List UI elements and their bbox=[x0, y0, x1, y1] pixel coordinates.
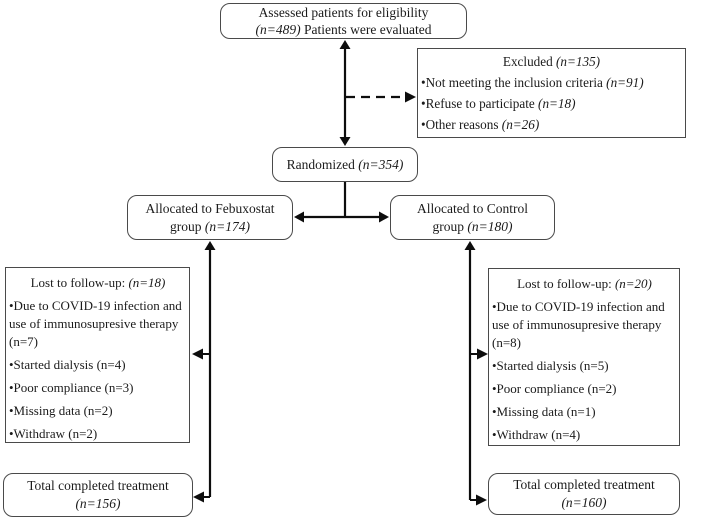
lost-right-bullet-2: •Started dialysis (n=5) bbox=[492, 357, 609, 373]
lost-left-bullet-3: •Poor compliance (n=3) bbox=[9, 379, 134, 395]
arrow-randomized-split bbox=[294, 182, 389, 223]
lost-left-bullet-5: •Withdraw (n=2) bbox=[9, 425, 98, 441]
arrow-to-lost-left bbox=[192, 348, 210, 360]
lost-left-bullet-1: •Due to COVID-19 infection and use of im… bbox=[9, 297, 182, 349]
excluded-bullet-2: •Refuse to participate (n=18) bbox=[421, 96, 576, 112]
randomized-label: Randomized (n=354) bbox=[286, 156, 404, 172]
total-completed-control-box: Total completed treatment (n=160) bbox=[488, 473, 680, 515]
lost-right-bullet-5: •Withdraw (n=4) bbox=[492, 426, 581, 442]
excluded-box: Excluded (n=135) •Not meeting the inclus… bbox=[417, 48, 686, 138]
lost-right-title: Lost to follow-up: (n=20) bbox=[517, 276, 652, 291]
lost-right-bullet-3: •Poor compliance (n=2) bbox=[492, 380, 617, 396]
lost-left-title: Lost to follow-up: (n=18) bbox=[30, 275, 166, 290]
total-left-line1: Total completed treatment bbox=[27, 478, 169, 494]
total-right-n: (n=160) bbox=[561, 495, 607, 510]
lost-right-bullet-4: •Missing data (n=1) bbox=[492, 403, 596, 419]
assessed-eligibility-box: Assessed patients for eligibility (n=489… bbox=[220, 3, 467, 39]
arrow-assessed-to-randomized bbox=[339, 40, 351, 146]
allocated-control-label: Allocated to Control group (n=180) bbox=[417, 200, 528, 234]
lost-right-bullet-1: •Due to COVID-19 infection and use of im… bbox=[492, 298, 665, 350]
excluded-bullet-3: •Other reasons (n=26) bbox=[421, 117, 540, 133]
arrow-to-lost-right bbox=[470, 348, 488, 360]
allocated-febuxostat-box: Allocated to Febuxostat group (n=174) bbox=[127, 195, 293, 240]
assessed-line1: Assessed patients for eligibility bbox=[258, 4, 429, 20]
allocated-febuxostat-label: Allocated to Febuxostat group (n=174) bbox=[145, 200, 275, 234]
arrow-to-total-left bbox=[193, 491, 210, 503]
lost-left-bullet-4: •Missing data (n=2) bbox=[9, 402, 113, 418]
arrow-to-total-right bbox=[470, 494, 487, 506]
total-right-line1: Total completed treatment bbox=[513, 477, 655, 493]
excluded-bullet-1: •Not meeting the inclusion criteria (n=9… bbox=[421, 75, 644, 91]
flow-line-control bbox=[464, 241, 476, 500]
assessed-line2: (n=489) Patients were evaluated bbox=[255, 22, 432, 37]
flow-line-febuxostat bbox=[204, 241, 216, 497]
lost-followup-febuxostat-box: Lost to follow-up: (n=18) •Due to COVID-… bbox=[5, 267, 190, 443]
lost-followup-control-box: Lost to follow-up: (n=20) •Due to COVID-… bbox=[488, 268, 680, 446]
excluded-title: Excluded (n=135) bbox=[502, 54, 601, 69]
dashed-arrow-to-excluded bbox=[346, 91, 416, 103]
lost-left-bullet-2: •Started dialysis (n=4) bbox=[9, 356, 126, 372]
total-completed-febuxostat-box: Total completed treatment (n=156) bbox=[3, 473, 193, 517]
randomized-box: Randomized (n=354) bbox=[272, 147, 418, 182]
total-left-n: (n=156) bbox=[75, 496, 121, 511]
allocated-control-box: Allocated to Control group (n=180) bbox=[390, 195, 555, 240]
